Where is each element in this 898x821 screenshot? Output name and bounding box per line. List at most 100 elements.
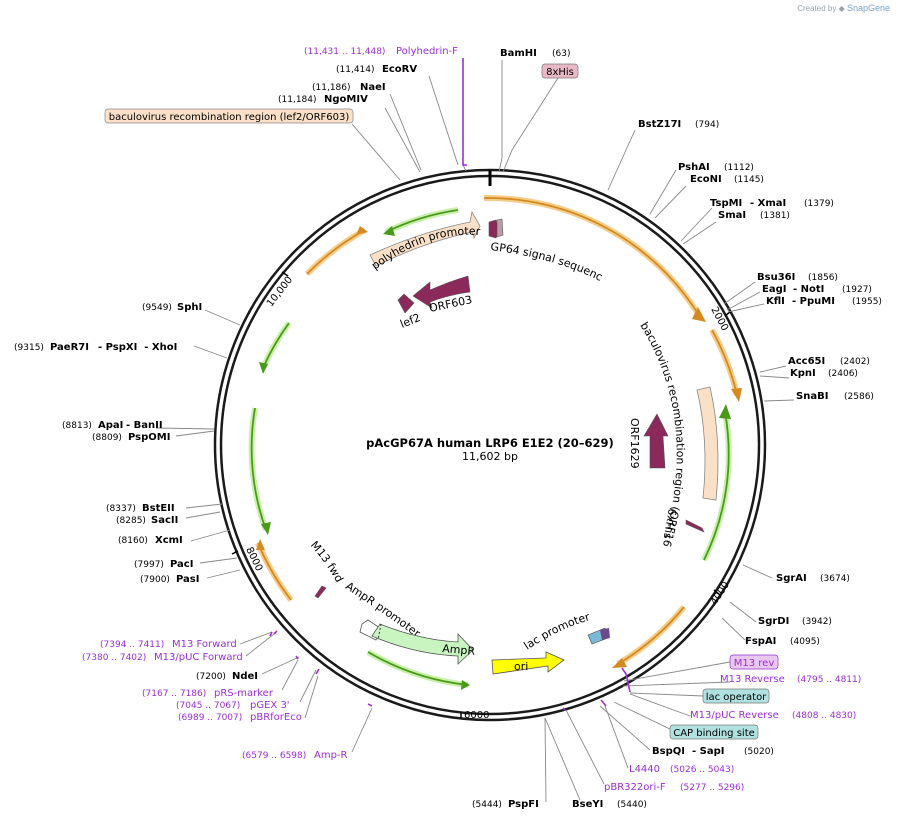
pspomi-pos: (8809) [92, 433, 122, 443]
box-baculo-lef2[interactable]: baculovirus recombination region (lef2/O… [104, 108, 354, 124]
enzyme-bseyi[interactable]: BseYI (5440) [572, 799, 647, 810]
lac-promoter-label: lac promoter [522, 610, 592, 652]
enzyme-pshai[interactable]: PshAI (1112) [678, 162, 754, 173]
enzyme-ecorv[interactable]: (11,414) EcoRV [336, 64, 417, 75]
eagi-pos: (1927) [842, 285, 872, 295]
feature-orf603[interactable]: ORF603 [412, 275, 473, 315]
primer-polyhedrin-f[interactable]: (11,431 .. 11,448) Polyhedrin-F [304, 46, 458, 57]
enzyme-eagi-noti[interactable]: EagI - NotI (1927) [762, 284, 872, 295]
feature-lac-promoter[interactable]: lac promoter [522, 610, 610, 652]
primer-m13-puc-reverse[interactable]: M13/pUC Reverse (4808 .. 4830) [690, 710, 856, 721]
paer7i-name: PaeR7I [50, 342, 89, 353]
m13-forward-name: M13 Forward [172, 639, 237, 650]
m13-reverse-name: M13 Reverse [720, 674, 785, 685]
primer-marks [269, 58, 631, 711]
pshai-name: PshAI [678, 162, 710, 173]
enzyme-ndei[interactable]: (7200) NdeI [196, 671, 258, 682]
pspomi-name: PspOMI [128, 432, 170, 443]
enzyme-fspai[interactable]: FspAI (4095) [745, 636, 820, 647]
m13-forward-pos: (7394 .. 7411) [100, 640, 164, 650]
primer-m13-reverse[interactable]: M13 Reverse (4795 .. 4811) [720, 674, 861, 685]
box-m13-rev[interactable]: M13 rev [729, 654, 779, 670]
enzyme-bsteii[interactable]: (8337) BstEII [106, 503, 175, 514]
prs-marker-pos: (7167 .. 7186) [142, 689, 206, 699]
pspfi-pos: (5444) [472, 800, 502, 810]
enzyme-acc65i[interactable]: Acc65I (2402) [788, 356, 870, 367]
pbr322ori-f-name: pBR322ori-F [604, 782, 666, 793]
svg-text:M13 fwd: M13 fwd [308, 539, 346, 585]
sacii-name: SacII [151, 515, 178, 526]
xcmi-pos: (8160) [118, 536, 148, 546]
enzyme-paci[interactable]: (7997) PacI [134, 559, 193, 570]
enzyme-bamhi[interactable]: BamHI (63) [500, 48, 570, 59]
apai-pos: (8813) [62, 421, 92, 431]
enzyme-paer7i[interactable]: (9315) PaeR7I - PspXI - XhoI [14, 342, 177, 353]
feature-ampr[interactable]: AmpR [371, 623, 476, 665]
enzyme-naei[interactable]: (11,186) NaeI [312, 82, 386, 93]
direction-arc-ampr [366, 649, 469, 688]
feature-polyhedrin-promoter[interactable]: polyhedrin promoter [369, 210, 481, 272]
feature-baculo-orf1629[interactable]: baculovirus recombination region (ORF162… [0, 0, 719, 548]
pshai-pos: (1112) [724, 163, 754, 173]
enzyme-bsu36i[interactable]: Bsu36I (1856) [757, 272, 838, 283]
box-8xhis[interactable]: 8xHis [541, 63, 579, 79]
enzyme-xcmi[interactable]: (8160) XcmI [118, 535, 183, 546]
fspai-name: FspAI [745, 636, 776, 647]
ori-label: ori [514, 660, 528, 673]
enzyme-econi[interactable]: EcoNI (1145) [690, 174, 764, 185]
m13-rev-label: M13 rev [734, 658, 775, 669]
l4440-name: L4440 [629, 764, 660, 775]
primer-pgex3[interactable]: (7045 .. 7067) pGEX 3' [176, 700, 290, 711]
bsu36i-name: Bsu36I [757, 272, 795, 283]
direction-arc-right [709, 328, 740, 396]
created-by-label: Created by [797, 4, 837, 13]
primer-amp-r[interactable]: (6579 .. 6598) Amp-R [242, 750, 348, 761]
enzyme-tspmi-xmai[interactable]: TspMI - XmaI (1379) [710, 198, 834, 209]
enzyme-kfli-ppumi[interactable]: KflI - PpuMI (1955) [766, 296, 882, 307]
enzyme-snabi[interactable]: SnaBI (2586) [796, 391, 874, 402]
plasmid-name: pAcGP67A human LRP6 E1E2 (20–629) [366, 436, 614, 450]
enzyme-pspfi[interactable]: (5444) PspFI [472, 799, 539, 810]
xcmi-name: XcmI [155, 535, 183, 546]
feature-m13-fwd[interactable]: M13 fwd [308, 539, 346, 599]
enzyme-bstz17i[interactable]: BstZ17I (794) [638, 119, 719, 130]
pasi-pos: (7900) [140, 575, 170, 585]
primer-l4440[interactable]: L4440 (5026 .. 5043) [629, 764, 734, 775]
direction-arc-green-left-lower [248, 407, 269, 532]
enzyme-sphi[interactable]: (9549) SphI [142, 302, 202, 313]
pbr322ori-f-pos: (5277 .. 5296) [680, 783, 744, 793]
primer-pbrforeco[interactable]: (6989 .. 7007) pBRforEco [178, 712, 302, 723]
kpni-pos: (2406) [828, 369, 858, 379]
feature-orf1629[interactable]: ORF1629 [628, 413, 669, 469]
ngomiv-pos: (11,184) [278, 95, 317, 105]
enzyme-sgrdi[interactable]: SgrDI (3942) [758, 616, 832, 627]
box-cap-binding-site[interactable]: CAP binding site [669, 724, 759, 740]
enzyme-smai[interactable]: SmaI (1381) [718, 210, 790, 221]
amp-r-name: Amp-R [314, 750, 348, 761]
primer-m13-puc-forward[interactable]: (7380 .. 7402) M13/pUC Forward [82, 652, 243, 663]
enzyme-ngomiv[interactable]: (11,184) NgoMIV [278, 94, 368, 105]
primer-pbr322ori-f[interactable]: pBR322ori-F (5277 .. 5296) [604, 782, 744, 793]
enzyme-sgrai[interactable]: SgrAI (3674) [776, 573, 850, 584]
sgrai-pos: (3674) [820, 574, 850, 584]
naei-pos: (11,186) [312, 83, 351, 93]
box-lac-operator[interactable]: lac operator [702, 688, 770, 704]
ndei-pos: (7200) [196, 672, 226, 682]
primer-m13-forward[interactable]: (7394 .. 7411) M13 Forward [100, 639, 237, 650]
feature-ori[interactable]: ori [491, 651, 565, 675]
feature-gp64-signal-sequence[interactable]: GP64 signal sequence [0, 0, 605, 284]
polyhedrin-f-pos: (11,431 .. 11,448) [304, 47, 385, 57]
enzyme-apai-banii[interactable]: (8813) ApaI - BanII [62, 420, 163, 431]
enzyme-pasi[interactable]: (7900) PasI [140, 574, 199, 585]
enzyme-bspqi-sapi[interactable]: BspQI - SapI (5020) [652, 746, 774, 757]
feature-6xhis[interactable]: 6xHis [661, 507, 705, 540]
enzyme-kpni[interactable]: KpnI (2406) [790, 368, 858, 379]
amp-r-pos: (6579 .. 6598) [242, 751, 306, 761]
enzyme-pspomi[interactable]: (8809) PspOMI [92, 432, 170, 443]
kfli-extra: - PpuMI [792, 296, 835, 307]
primer-prs-marker[interactable]: (7167 .. 7186) pRS-marker [142, 688, 274, 699]
branding: Created by ◆ SnapGene [797, 3, 890, 13]
enzyme-sacii[interactable]: (8285) SacII [116, 515, 178, 526]
paci-name: PacI [170, 559, 193, 570]
